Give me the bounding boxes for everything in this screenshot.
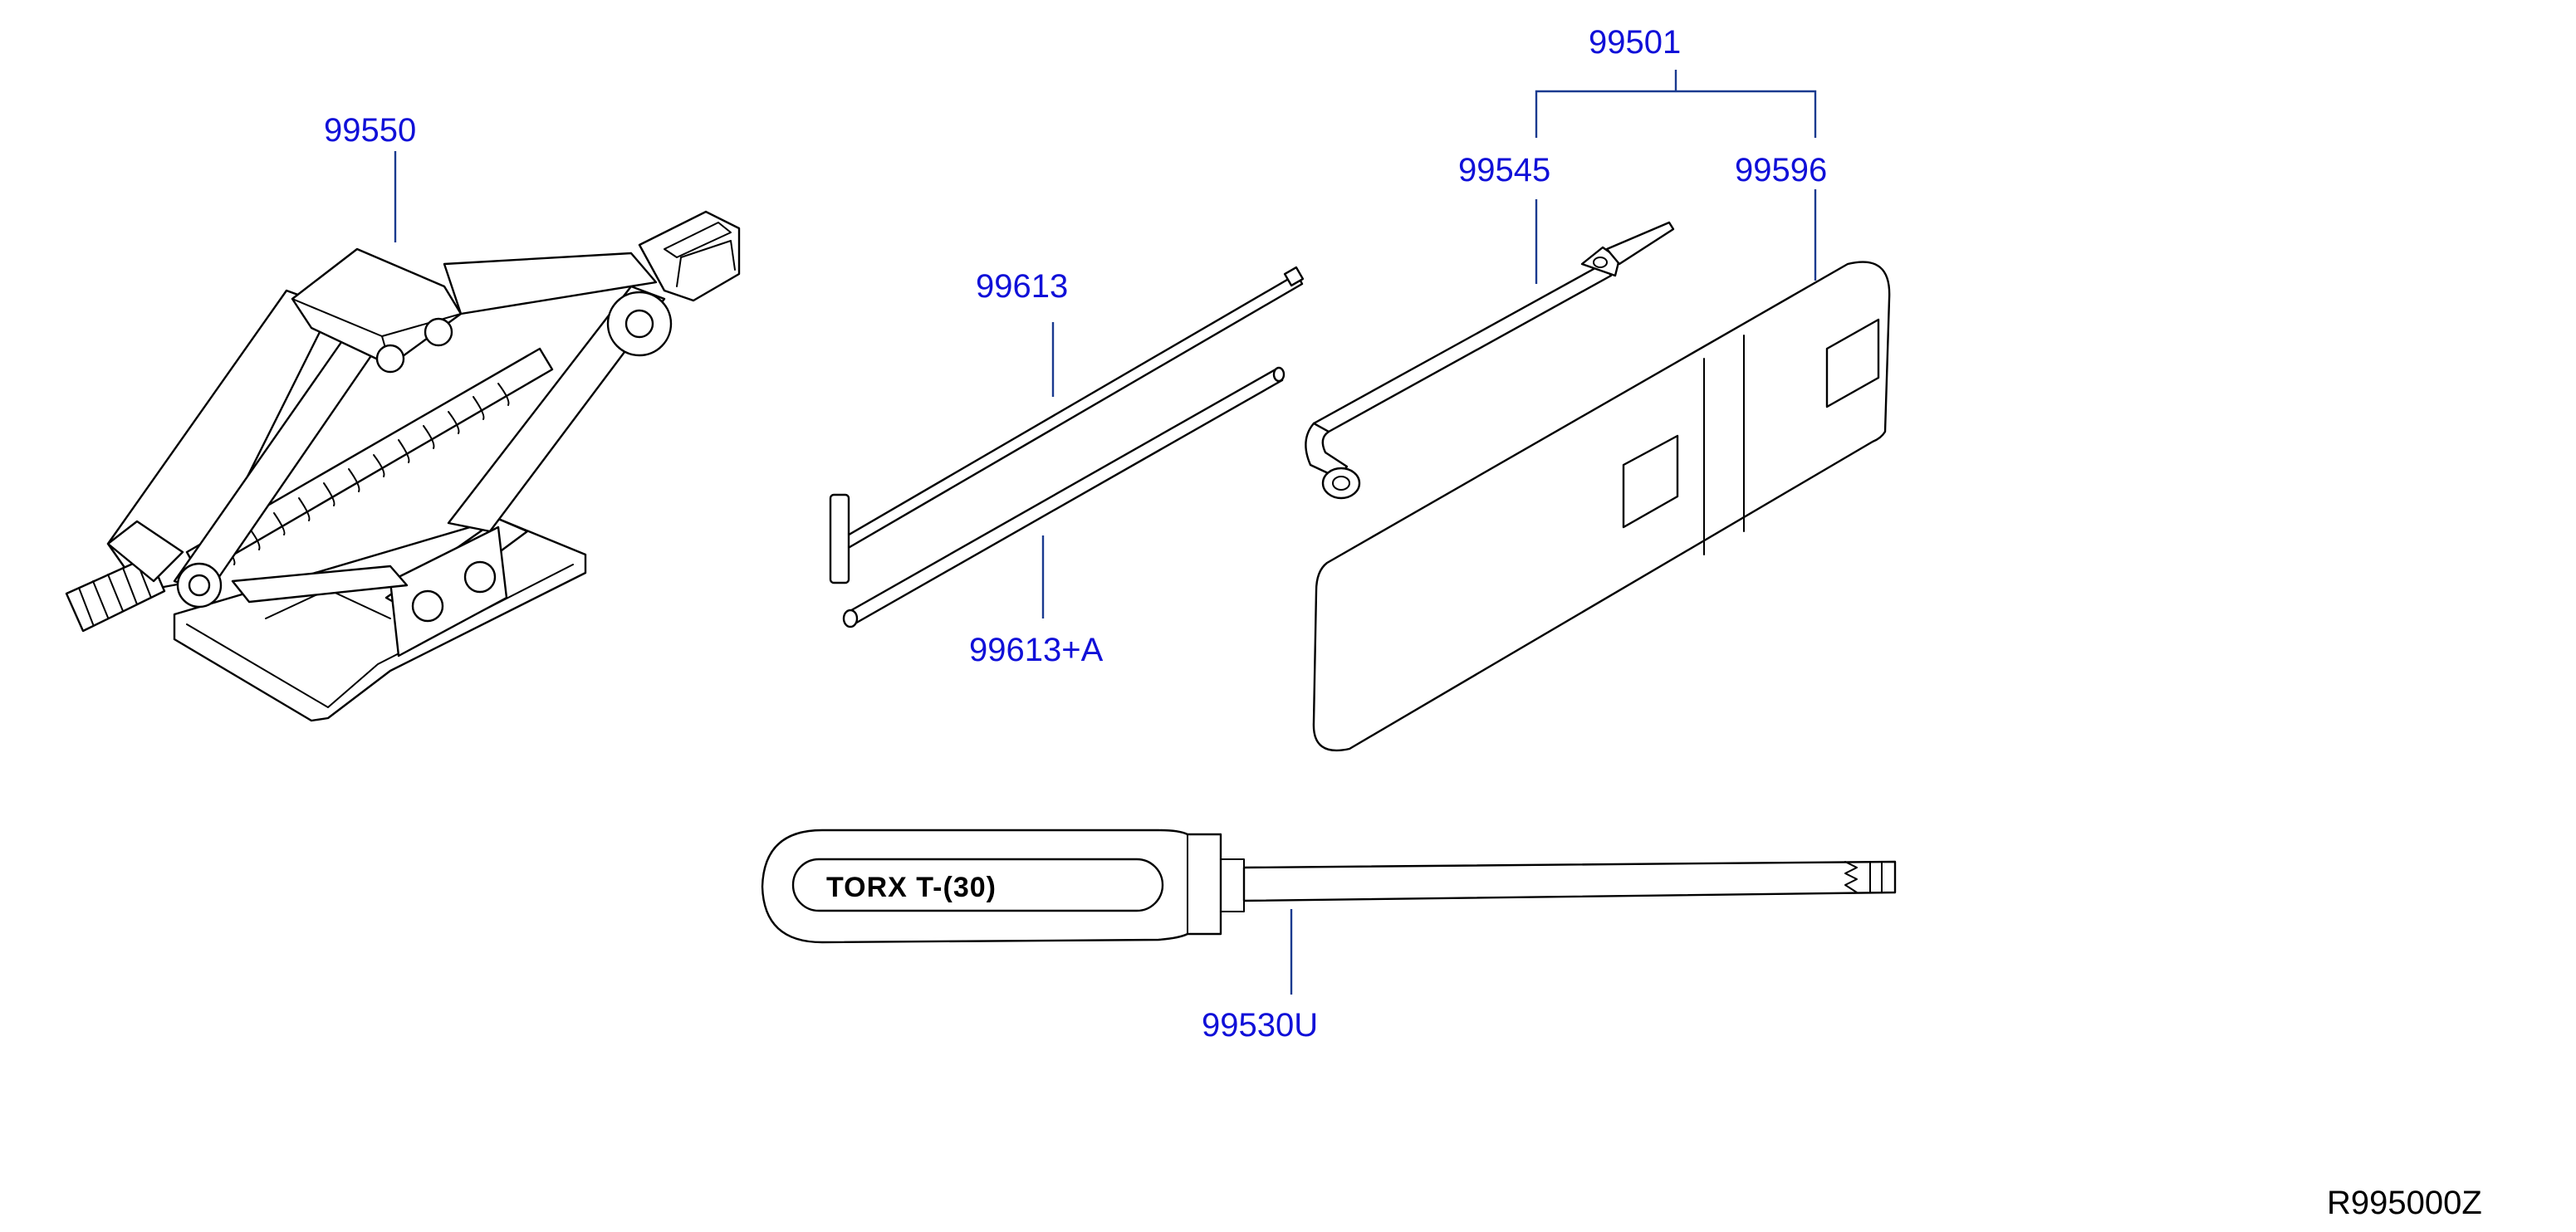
jack-handle-extension-drawing[interactable] [842,366,1286,628]
callout-tool-bag: 99596 [1735,152,1827,188]
leader-lines [394,70,1817,995]
tool-bag-drawing[interactable] [1312,261,1891,752]
leader-tool-kit-bracket [1535,90,1817,138]
callout-rod: 99613 [976,268,1068,305]
screwdriver-handle-label: TORX T-(30) [826,872,997,903]
scissor-jack-drawing[interactable] [65,210,741,722]
callout-rod-extension: 99613+A [969,632,1104,668]
wheel-nut-wrench-drawing[interactable] [1305,221,1675,500]
callout-wrench: 99545 [1458,152,1550,188]
jack-handle-rod-drawing[interactable] [829,266,1305,584]
callout-jack: 99550 [324,112,416,149]
callout-screwdriver: 99530U [1202,1007,1318,1044]
torx-screwdriver-drawing[interactable] [761,829,1897,944]
figure-code: R995000Z [2327,1185,2482,1221]
callout-tool-kit: 99501 [1589,24,1681,61]
